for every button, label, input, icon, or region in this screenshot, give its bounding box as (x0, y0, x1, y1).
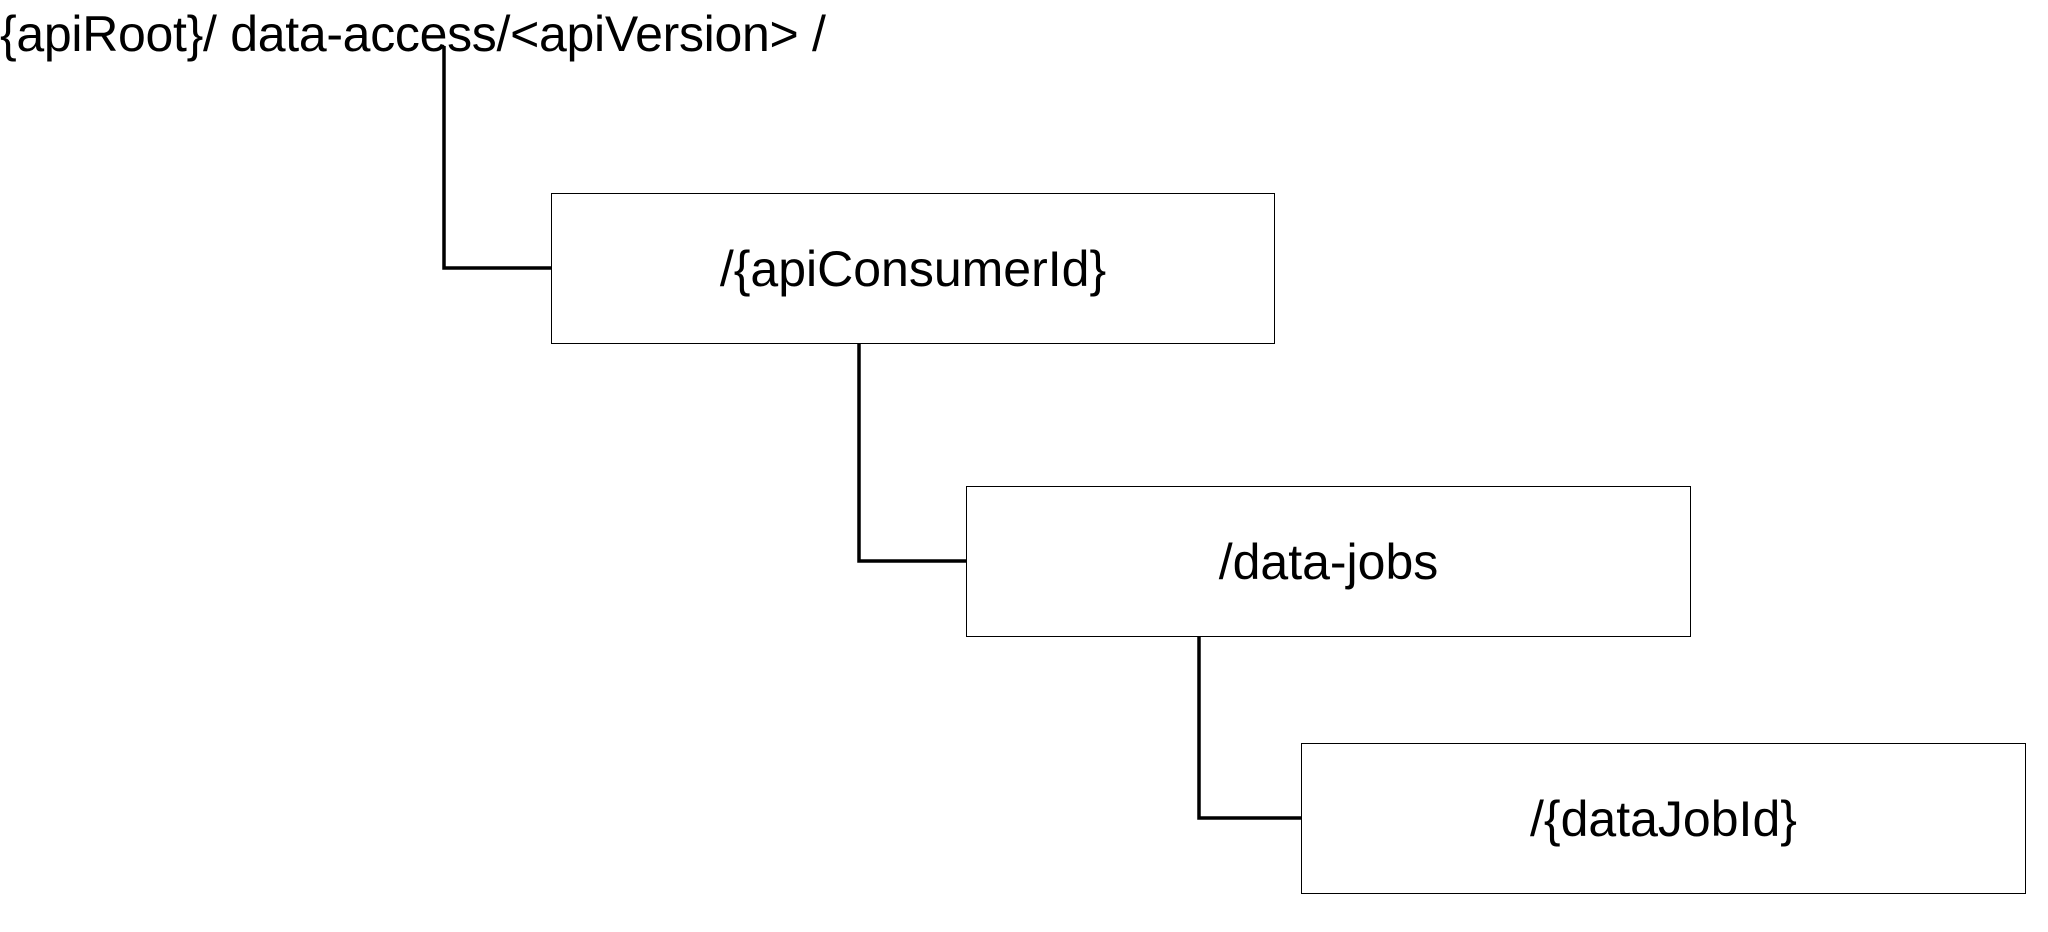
node-label: /data-jobs (1218, 533, 1439, 590)
connector-root-to-consumer (442, 46, 551, 270)
node-data-jobs: /data-jobs (966, 486, 1691, 637)
connector-consumer-to-jobs (857, 344, 966, 563)
connector-jobs-to-jobid (1197, 637, 1301, 820)
api-root-path: {apiRoot}/ data-access/<apiVersion> / (0, 6, 826, 62)
node-api-consumer-id: /{apiConsumerId} (551, 193, 1275, 344)
node-data-job-id: /{dataJobId} (1301, 743, 2026, 894)
node-label: /{dataJobId} (1530, 790, 1797, 847)
node-label: /{apiConsumerId} (719, 240, 1107, 297)
